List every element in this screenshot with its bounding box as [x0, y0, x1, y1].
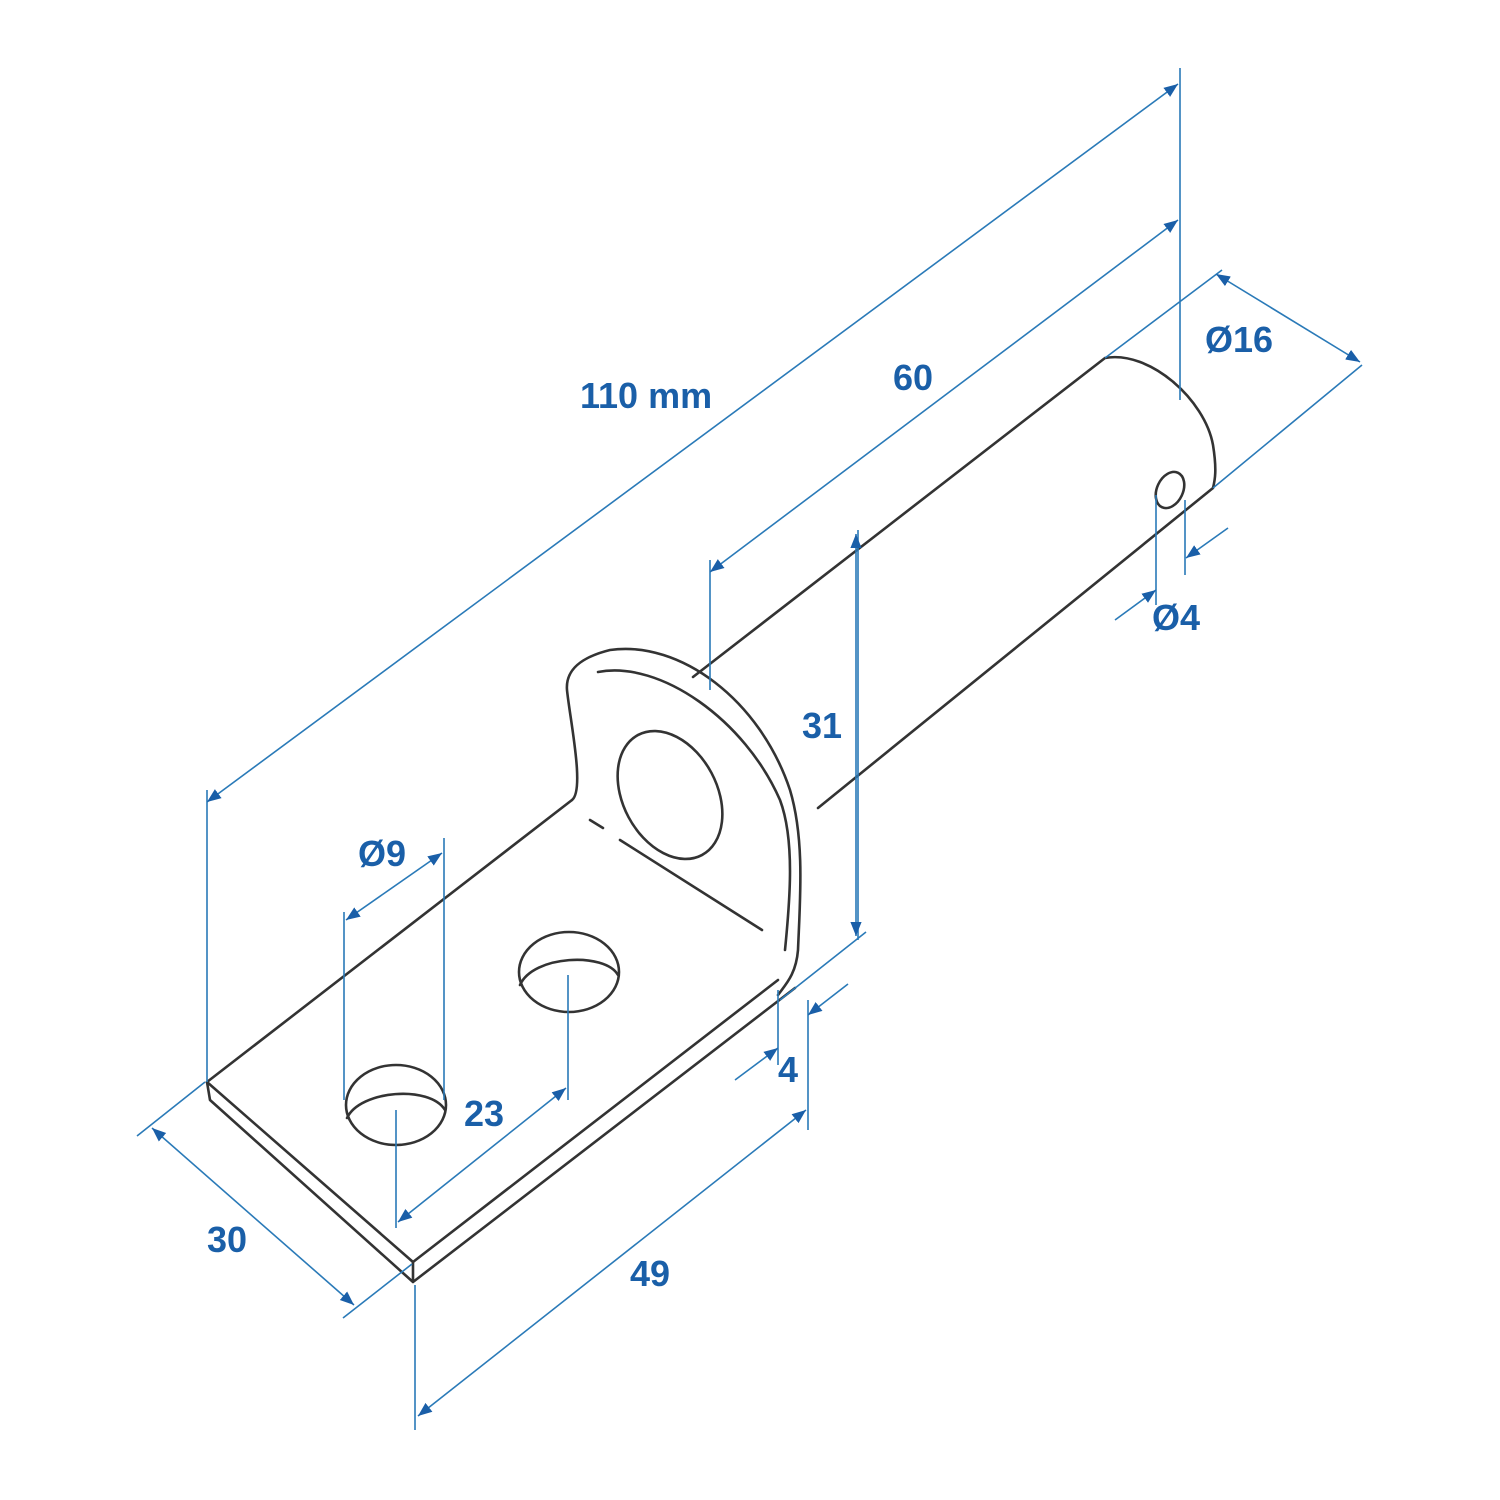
dimension-lines [136, 68, 1363, 1430]
label-plate-thickness: 4 [778, 1049, 798, 1090]
label-pin-length: 60 [893, 357, 933, 398]
label-pin-diameter: Ø16 [1205, 319, 1273, 360]
label-plate-width: 30 [207, 1219, 247, 1260]
mount-hole-2 [517, 930, 621, 1014]
label-cross-hole-diameter: Ø4 [1152, 597, 1200, 638]
label-plate-length: 49 [630, 1253, 670, 1294]
bracket-part [205, 355, 1217, 1284]
label-lug-height: 31 [802, 705, 842, 746]
dimension-labels: 110 mm 60 Ø16 Ø4 31 4 Ø9 23 30 49 [207, 319, 1273, 1294]
base-plate-top-face [205, 798, 780, 1264]
label-mount-hole-diameter: Ø9 [358, 833, 406, 874]
lug-hole [616, 729, 724, 861]
label-hole-spacing: 23 [464, 1093, 504, 1134]
pin-cylinder [691, 355, 1217, 810]
label-overall-length: 110 mm [580, 375, 712, 416]
base-plate-thickness [205, 986, 797, 1284]
